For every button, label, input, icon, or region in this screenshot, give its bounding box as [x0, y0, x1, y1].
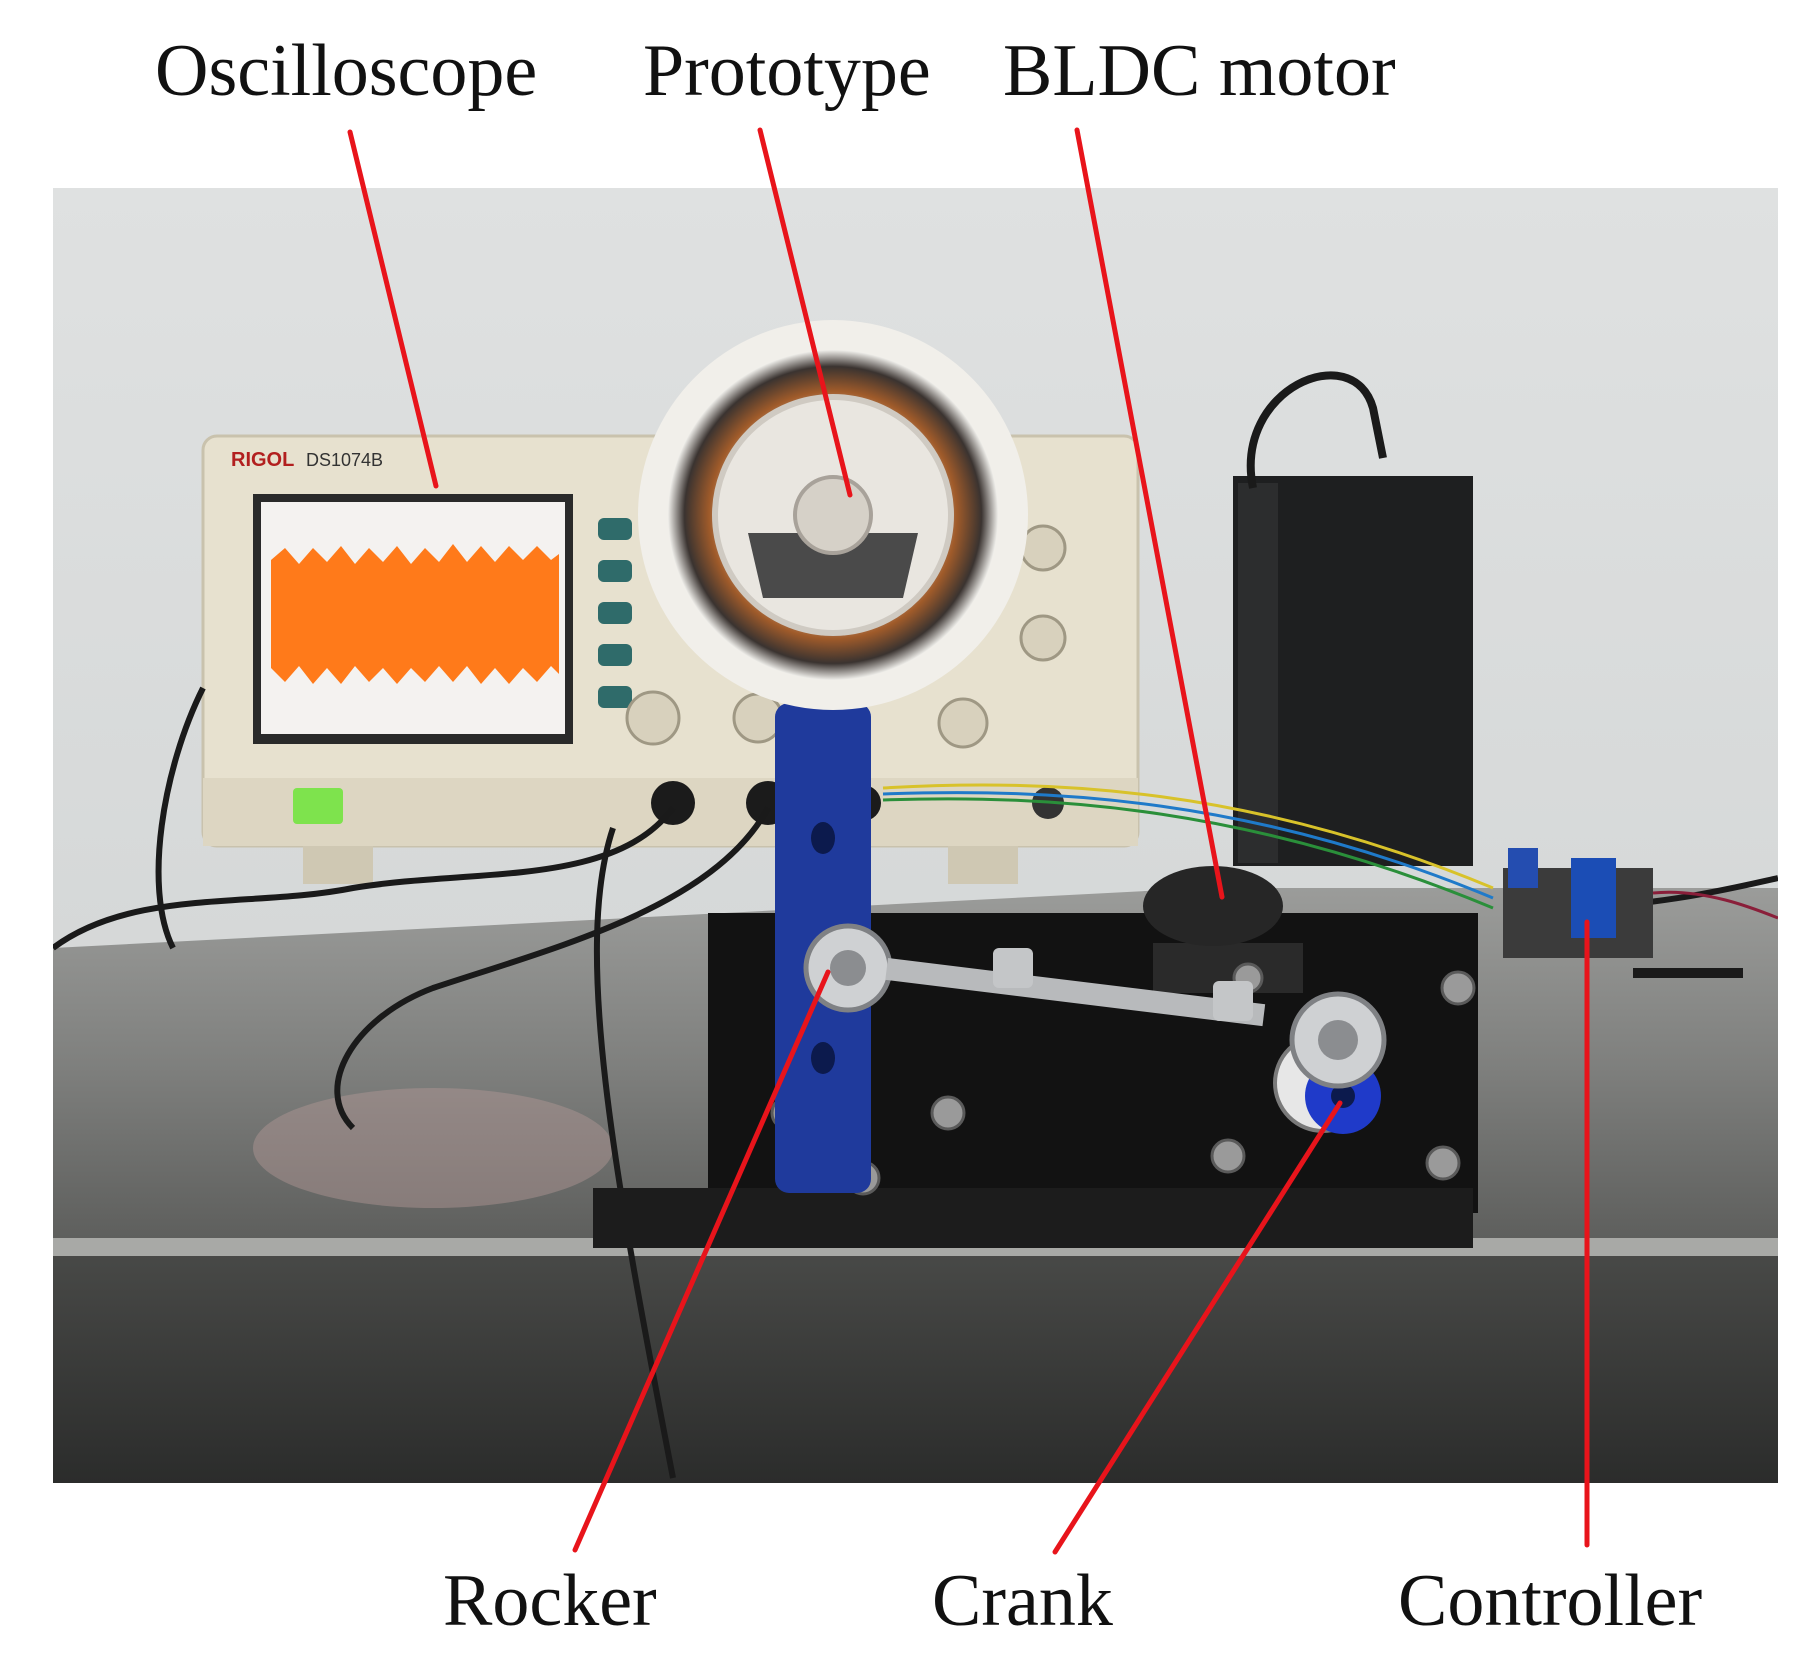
prototype-stator: [638, 320, 1028, 710]
experimental-setup-photo: RIGOL DS1074B: [53, 188, 1778, 1483]
label-crank: Crank: [932, 1560, 1113, 1642]
label-prototype: Prototype: [643, 30, 931, 112]
label-rocker: Rocker: [443, 1560, 657, 1642]
oscilloscope-device: RIGOL DS1074B: [201, 434, 1140, 884]
controller-board: [1503, 848, 1778, 978]
oscilloscope-brand: RIGOL: [231, 449, 294, 471]
oscilloscope-model: DS1074B: [306, 450, 383, 470]
label-bldc-motor: BLDC motor: [1003, 30, 1396, 112]
label-oscilloscope: Oscilloscope: [155, 30, 538, 112]
label-controller: Controller: [1398, 1560, 1703, 1642]
